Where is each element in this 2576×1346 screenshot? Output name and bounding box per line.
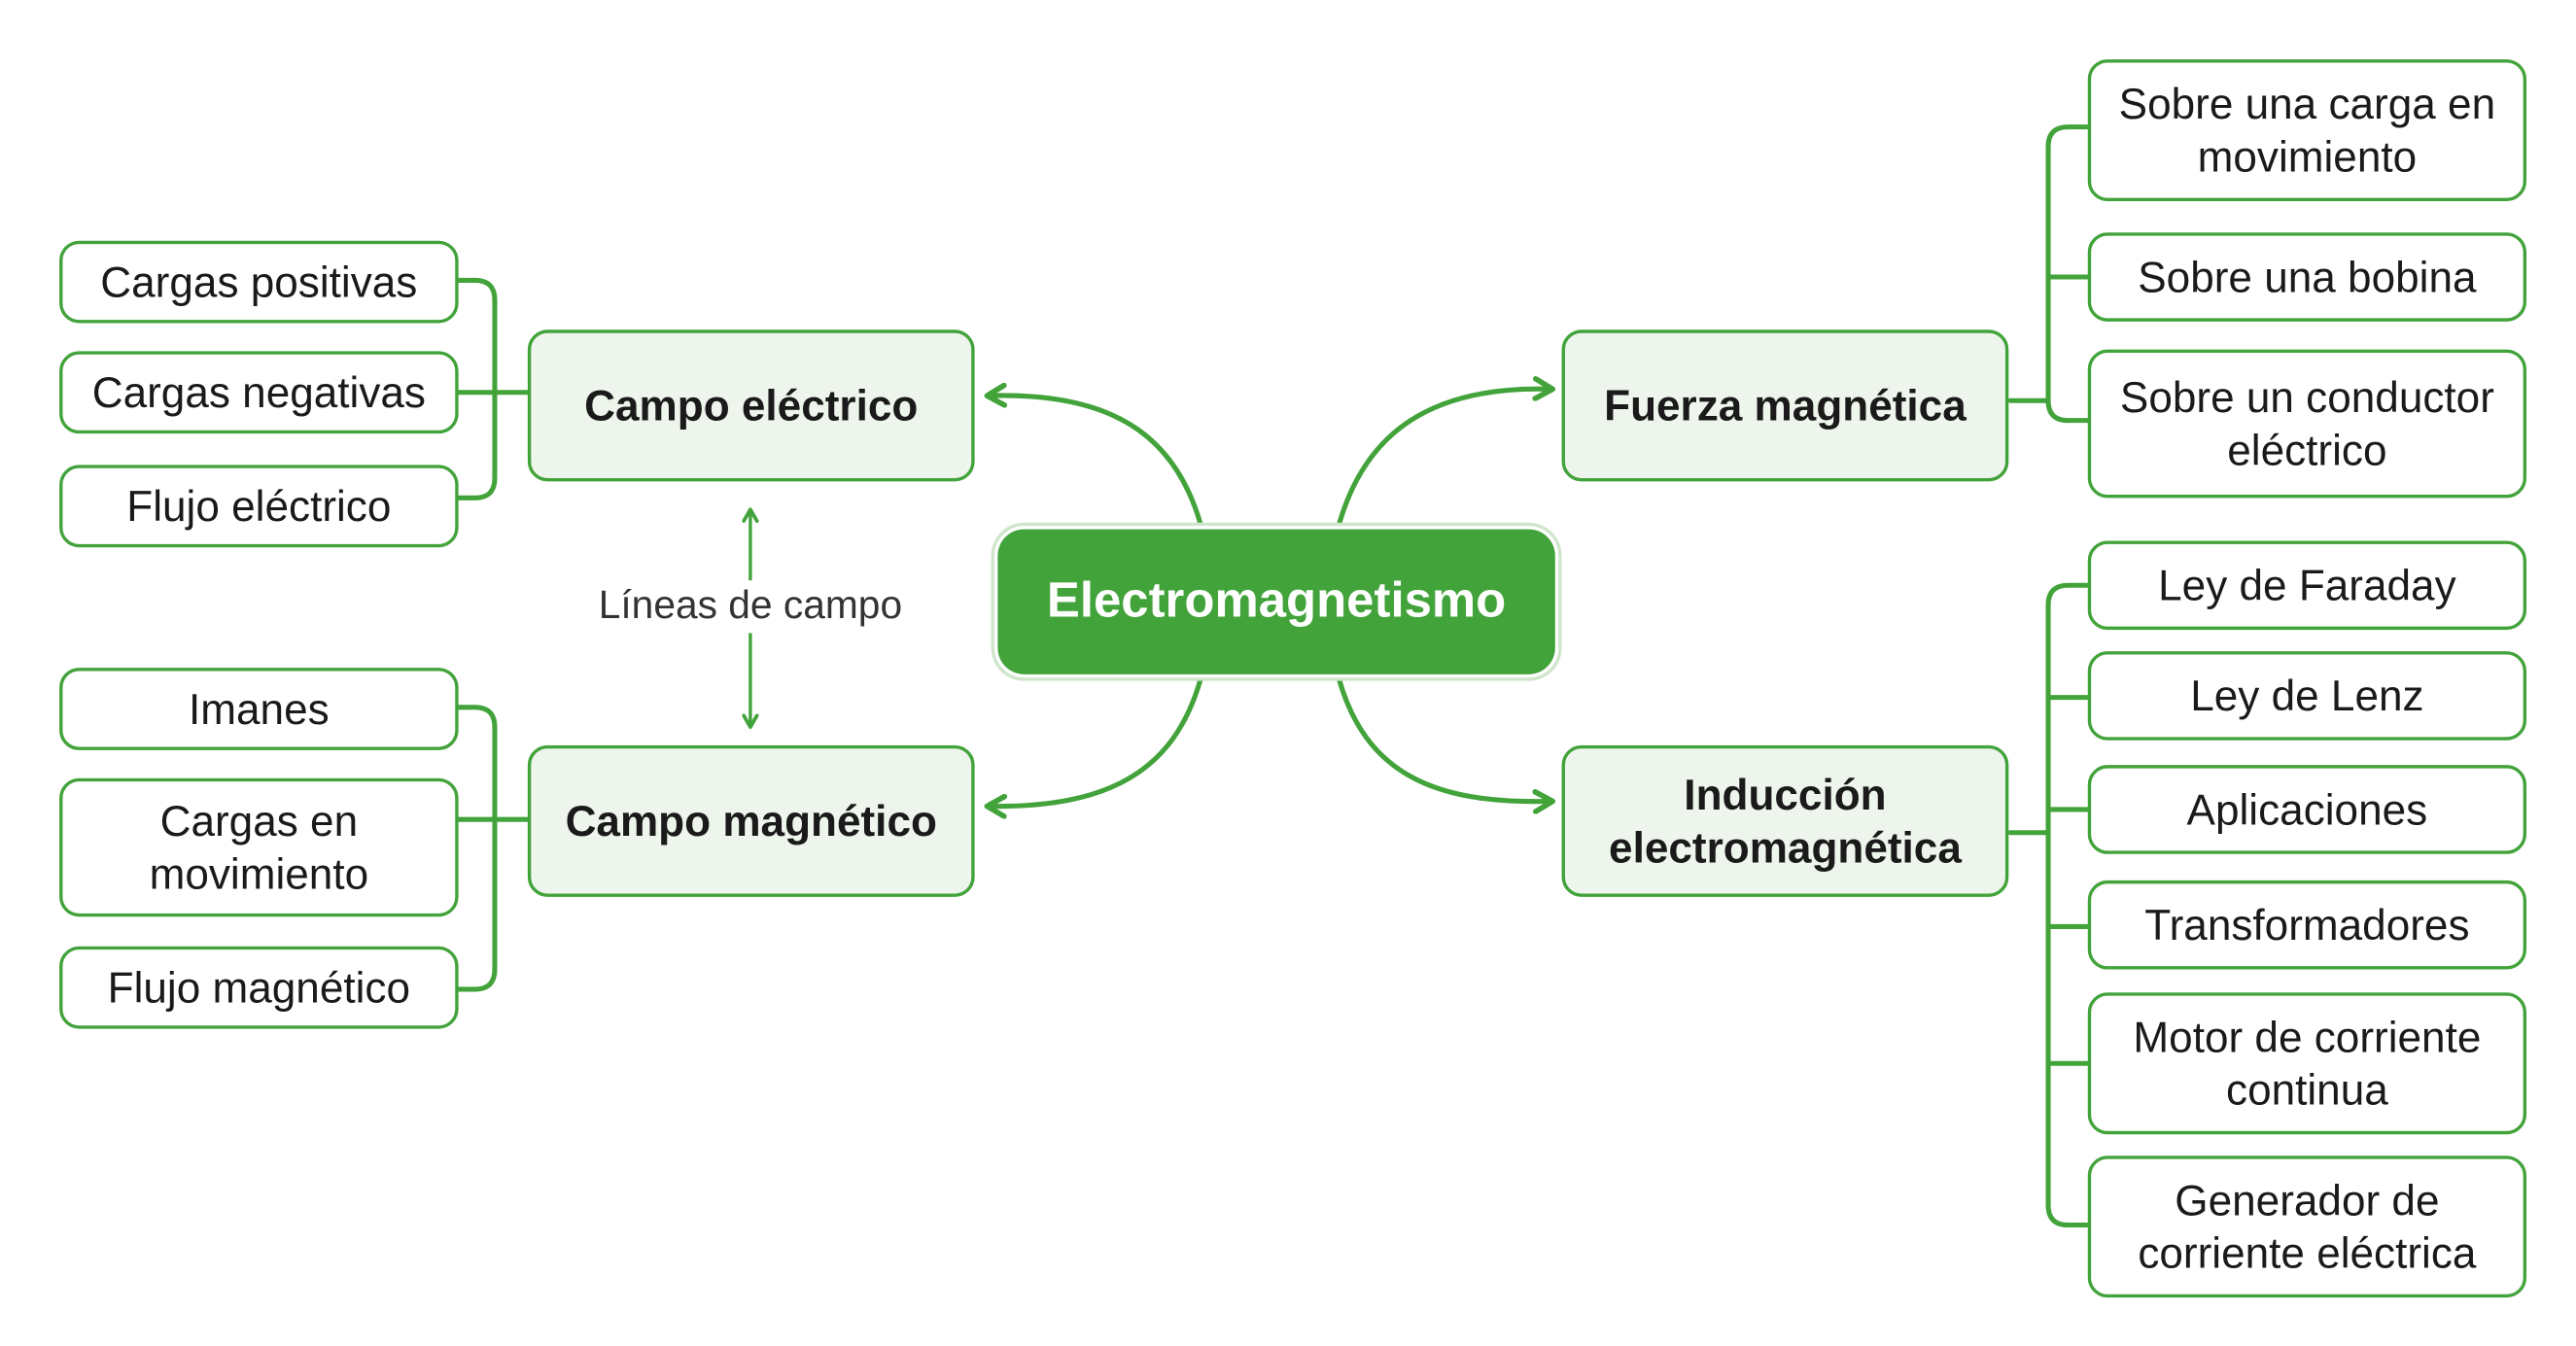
leaf-transformadores: Transformadores [2087, 880, 2527, 970]
leaf-ley-de-lenz: Ley de Lenz [2087, 651, 2527, 741]
leaf-flujo-magnetico: Flujo magnético [59, 946, 459, 1029]
leaf-flujo-electrico: Flujo eléctrico [59, 465, 459, 548]
arrow-to-campo-electrico [990, 396, 1203, 528]
arrow-to-induccion [1337, 676, 1550, 802]
leaf-cargas-en-movimiento: Cargas en movimiento [59, 777, 459, 917]
leaf-motor-de-corriente: Motor de corriente continua [2087, 992, 2527, 1135]
leaf-sobre-un-conductor: Sobre un conductor eléctrico [2087, 349, 2527, 499]
leaf-aplicaciones: Aplicaciones [2087, 765, 2527, 854]
center-node: Electromagnetismo [997, 529, 1555, 674]
bracket-campo-electrico [456, 277, 531, 500]
branch-campo-electrico: Campo eléctrico [527, 329, 975, 482]
leaf-imanes: Imanes [59, 668, 459, 750]
bracket-induccion [2007, 582, 2091, 1228]
arrow-to-fuerza-magnetica [1337, 389, 1550, 528]
leaf-generador: Generador de corriente eléctrica [2087, 1156, 2527, 1298]
relation-label: Líneas de campo [585, 580, 916, 634]
leaf-cargas-positivas: Cargas positivas [59, 240, 459, 324]
leaf-cargas-negativas: Cargas negativas [59, 351, 459, 434]
arrow-to-campo-magnetico [990, 676, 1203, 807]
bracket-campo-magnetico [456, 705, 531, 992]
branch-campo-magnetico: Campo magnético [527, 744, 975, 897]
bracket-fuerza-magnetica [2007, 124, 2091, 424]
branch-induccion: Inducción electromagnética [1561, 744, 2009, 897]
leaf-sobre-una-bobina: Sobre una bobina [2087, 232, 2527, 322]
leaf-sobre-una-carga: Sobre una carga en movimiento [2087, 59, 2527, 201]
leaf-ley-de-faraday: Ley de Faraday [2087, 540, 2527, 631]
branch-fuerza-magnetica: Fuerza magnética [1561, 329, 2009, 482]
